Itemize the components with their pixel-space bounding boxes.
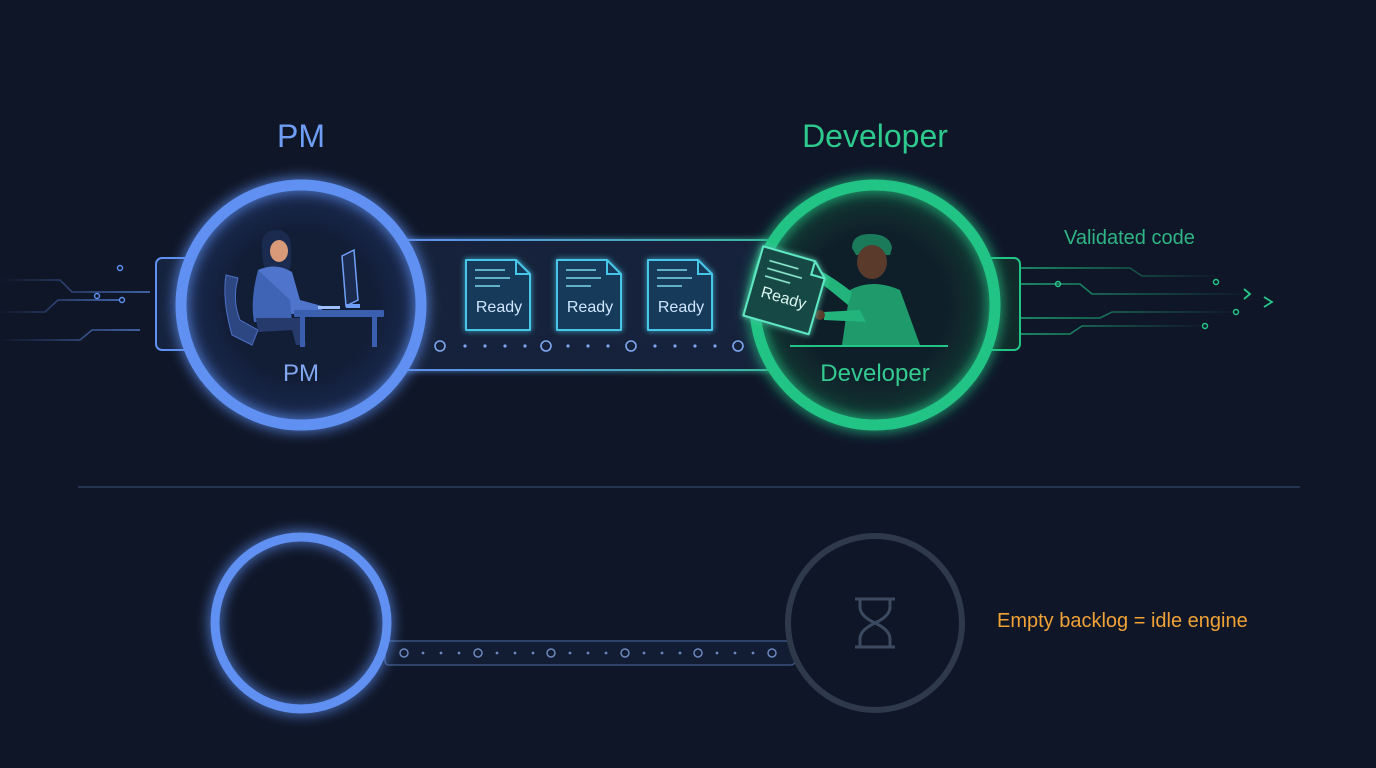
person-at-desk-icon bbox=[224, 230, 384, 347]
ready-card-2 bbox=[556, 259, 622, 331]
developer-inner-label: Developer bbox=[820, 360, 930, 387]
document-icon bbox=[475, 269, 510, 287]
ready-card-label-2: Ready bbox=[566, 299, 614, 316]
output-arrowheads bbox=[1243, 288, 1274, 308]
ready-card-label-3: Ready bbox=[657, 299, 705, 316]
pm-input-circuit bbox=[0, 267, 150, 341]
conveyor-rollers bbox=[434, 340, 744, 352]
idle-note: Empty backlog = idle engine bbox=[997, 610, 1248, 632]
document-icon bbox=[764, 259, 803, 284]
conveyor-dots bbox=[463, 344, 717, 348]
bottom-belt-rollers bbox=[399, 648, 777, 658]
ready-card-3 bbox=[647, 259, 713, 331]
output-circuit-nodes bbox=[1054, 278, 1240, 330]
ready-card-label-1: Ready bbox=[475, 299, 523, 316]
output-label: Validated code bbox=[1064, 227, 1195, 249]
pm-title: PM bbox=[277, 118, 325, 154]
document-icon bbox=[657, 269, 692, 287]
pm-inner-label: PM bbox=[283, 360, 319, 387]
developer-title: Developer bbox=[802, 118, 948, 154]
hourglass-icon bbox=[855, 597, 895, 649]
ready-card-1 bbox=[465, 259, 531, 331]
idle-pm-circle bbox=[210, 532, 392, 714]
bottom-empty-belt bbox=[384, 640, 796, 666]
document-icon bbox=[566, 269, 601, 287]
pm-circuit-nodes bbox=[93, 264, 126, 304]
developer-output-circuit bbox=[1020, 267, 1270, 345]
ready-card-4 bbox=[742, 245, 826, 336]
bottom-belt-dots bbox=[421, 651, 755, 655]
